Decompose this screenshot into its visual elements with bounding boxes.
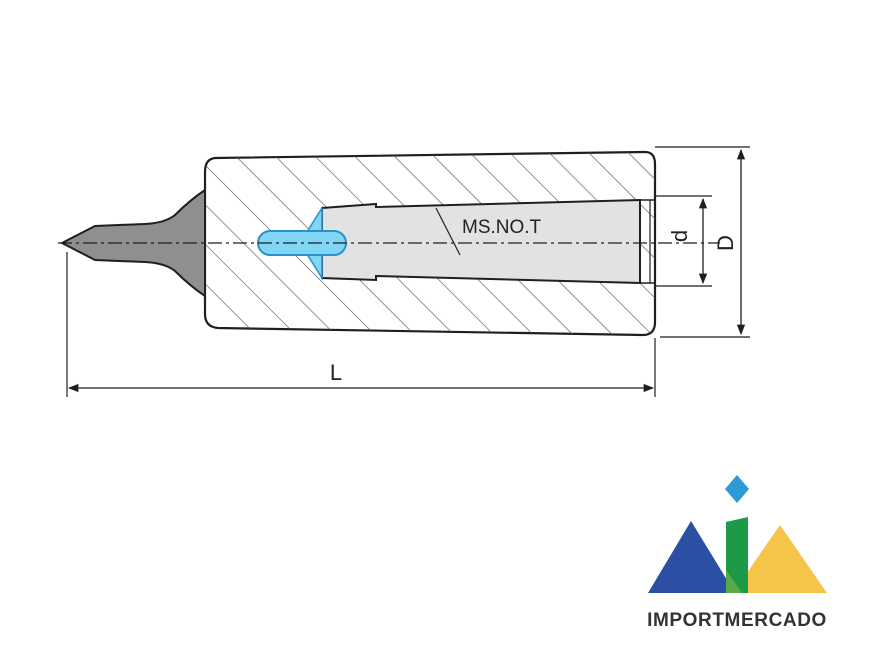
logo-diamond-icon	[725, 475, 749, 503]
part-note-label: MS.NO.T	[462, 217, 542, 238]
taper-bore	[321, 198, 655, 285]
dimension-label-outer-diameter: D	[713, 235, 738, 251]
logo-blue-mountain-icon	[648, 521, 735, 593]
logo-green-bar-icon	[726, 517, 748, 593]
dimension-length	[66, 252, 656, 397]
importmercado-logo: IMPORTMERCADO	[647, 475, 827, 631]
dimension-outer-diameter	[655, 146, 750, 338]
logo-yellow-mountain-icon	[733, 525, 827, 593]
dimension-bore-diameter	[655, 195, 712, 287]
brand-name: IMPORTMERCADO	[647, 610, 827, 631]
logo-green-shade-icon	[726, 570, 742, 593]
dimension-label-bore-diameter: d	[667, 230, 692, 242]
dimension-label-length: L	[330, 360, 342, 385]
